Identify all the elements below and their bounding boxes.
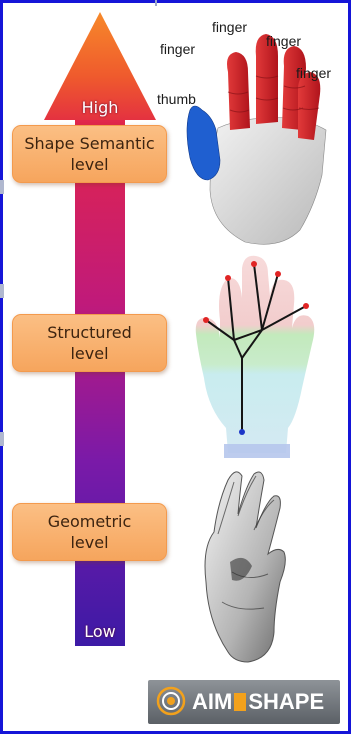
level-title: Shape Semantic (24, 133, 154, 154)
low-label: Low (50, 622, 150, 641)
shape-semantic-level-box: Shape Semantic level (12, 125, 167, 183)
logo-ring-icon (156, 686, 186, 716)
level-title: Structured (47, 322, 132, 343)
thumb-label: thumb (157, 91, 196, 107)
geometric-level-box: Geometric level (12, 503, 167, 561)
scan-artifact (0, 432, 4, 446)
logo-text-left: AIM (192, 689, 232, 714)
semantic-hand-image: thumb finger finger finger finger (150, 10, 345, 250)
finger-label: finger (296, 65, 331, 81)
finger-label: finger (160, 41, 195, 57)
scan-artifact (0, 284, 4, 298)
high-label: High (50, 98, 150, 117)
level-title: Geometric (48, 511, 132, 532)
logo-text-right: SHAPE (248, 689, 324, 714)
structured-level-box: Structured level (12, 314, 167, 372)
abstraction-arrow-shaft (75, 118, 125, 646)
logo-at-mark (234, 693, 246, 711)
finger-label: finger (266, 33, 301, 49)
level-subtitle: level (24, 154, 154, 175)
finger-label: finger (212, 19, 247, 35)
geometric-hand-image (188, 462, 308, 670)
level-subtitle: level (48, 532, 132, 553)
scan-artifact (0, 180, 4, 194)
scan-artifact (155, 0, 157, 6)
level-subtitle: level (47, 343, 132, 364)
aim-at-shape-logo: AIM SHAPE (148, 680, 340, 724)
structured-hand-image (178, 248, 328, 463)
logo-text: AIM SHAPE (192, 689, 324, 715)
